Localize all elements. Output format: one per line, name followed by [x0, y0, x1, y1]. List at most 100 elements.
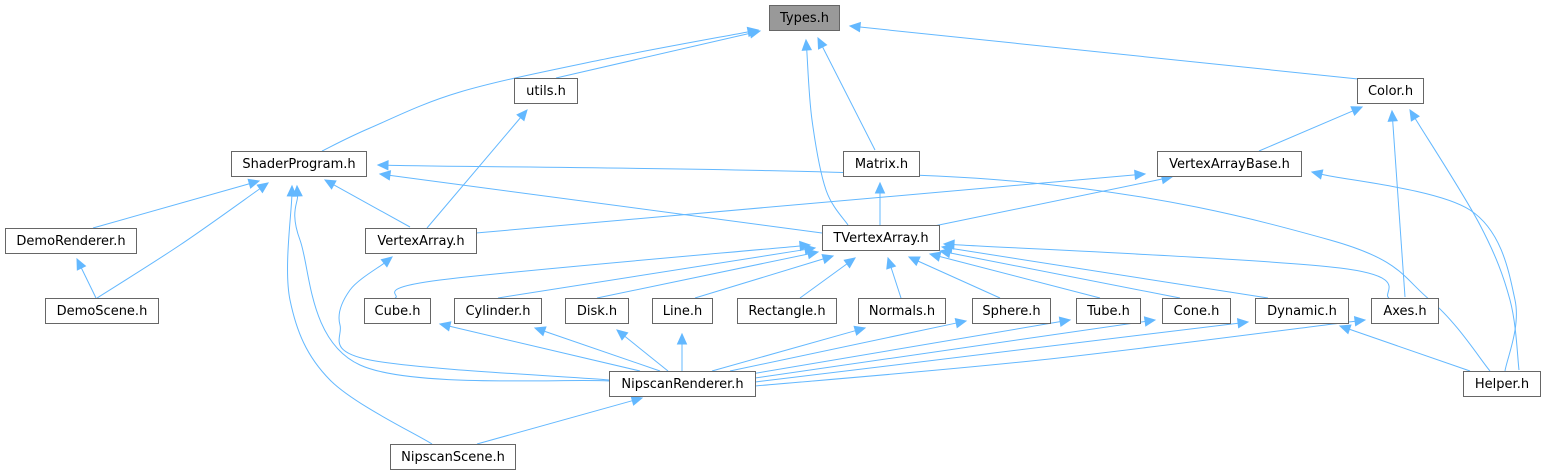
- node-matrix[interactable]: Matrix.h: [843, 151, 920, 177]
- edge-line: [949, 252, 1181, 299]
- arrowhead-icon: [801, 38, 813, 51]
- node-label: VertexArrayBase.h: [1169, 157, 1290, 172]
- edge-line: [1414, 118, 1520, 371]
- edge-line: [475, 174, 1136, 234]
- arrowhead-icon: [821, 254, 835, 265]
- node-box: [1371, 298, 1439, 324]
- node-box: [5, 228, 137, 254]
- edge-nipscanrenderer-to-cube: [438, 321, 641, 372]
- node-label: utils.h: [526, 84, 566, 99]
- node-box: [364, 298, 431, 324]
- node-vertexarray[interactable]: VertexArray.h: [365, 228, 477, 254]
- node-rectangle[interactable]: Rectangle.h: [737, 298, 837, 324]
- edge-nipscanrenderer-to-sphere: [729, 318, 968, 372]
- edge-tube-to-tvertexarray: [928, 251, 1101, 299]
- edge-line: [799, 263, 848, 299]
- node-label: NipscanRenderer.h: [621, 377, 743, 392]
- edge-line: [287, 195, 433, 445]
- node-line[interactable]: Line.h: [652, 298, 713, 324]
- node-tvertexarray[interactable]: TVertexArray.h: [822, 225, 940, 251]
- arrowhead-icon: [533, 326, 547, 337]
- edge-line: [321, 31, 749, 152]
- node-box: [769, 5, 840, 31]
- node-label: Rectangle.h: [748, 304, 825, 319]
- edge-normals-to-tvertexarray: [886, 256, 902, 299]
- node-axes[interactable]: Axes.h: [1371, 298, 1439, 324]
- node-cube[interactable]: Cube.h: [364, 298, 431, 324]
- node-vabase[interactable]: VertexArrayBase.h: [1157, 151, 1302, 177]
- edge-cone-to-tvertexarray: [938, 247, 1181, 299]
- edge-line: [1392, 120, 1406, 298]
- node-label: Cylinder.h: [465, 304, 530, 319]
- node-dynamic[interactable]: Dynamic.h: [1255, 298, 1349, 324]
- edge-matrix-to-types: [817, 36, 876, 151]
- edge-line: [389, 174, 823, 234]
- arrowhead-icon: [247, 178, 261, 189]
- node-cylinder[interactable]: Cylinder.h: [454, 298, 542, 324]
- arrowhead-icon: [378, 170, 392, 181]
- node-color[interactable]: Color.h: [1357, 78, 1424, 104]
- edge-demorenderer-to-shader: [92, 178, 261, 229]
- edge-line: [96, 188, 261, 299]
- node-label: Dynamic.h: [1267, 304, 1337, 319]
- edge-cylinder-to-tvertexarray: [497, 244, 817, 299]
- node-label: Tube.h: [1086, 304, 1130, 319]
- arrowhead-icon: [438, 321, 452, 332]
- node-sphere[interactable]: Sphere.h: [972, 298, 1051, 324]
- edge-line: [449, 325, 641, 372]
- arrowhead-icon: [853, 325, 867, 336]
- edge-nipscanscene-to-nipscanrenderer: [476, 395, 644, 445]
- edge-line: [917, 260, 1001, 299]
- node-nipscanscene[interactable]: NipscanScene.h: [390, 444, 516, 470]
- edge-nipscanrenderer-to-cylinder: [533, 326, 661, 372]
- arrowhead-icon: [256, 182, 269, 194]
- node-normals[interactable]: Normals.h: [858, 298, 946, 324]
- node-box: [1076, 298, 1141, 324]
- edge-vabase-to-color: [1258, 106, 1364, 152]
- node-box: [822, 225, 940, 251]
- node-box: [390, 444, 516, 470]
- edge-axes-to-tvertexarray: [942, 239, 1390, 299]
- edge-line: [1258, 110, 1353, 152]
- edge-line: [729, 322, 957, 372]
- edge-line: [806, 49, 849, 226]
- arrowhead-icon: [1236, 318, 1250, 329]
- node-utils[interactable]: utils.h: [514, 78, 578, 104]
- node-label: Cube.h: [375, 304, 421, 319]
- arrowhead-icon: [843, 257, 856, 269]
- node-box: [565, 298, 629, 324]
- node-box: [609, 371, 756, 397]
- node-types[interactable]: Types.h: [769, 5, 840, 31]
- arrowhead-icon: [907, 256, 921, 267]
- edge-line: [426, 117, 521, 229]
- node-cone[interactable]: Cone.h: [1162, 298, 1231, 324]
- edge-line: [1349, 328, 1471, 372]
- edge-line: [294, 195, 610, 382]
- arrowhead-icon: [1353, 316, 1367, 327]
- node-box: [1357, 78, 1424, 104]
- edge-tvertexarray-to-matrix: [874, 181, 886, 225]
- node-nipscanrenderer[interactable]: NipscanRenderer.h: [609, 371, 756, 397]
- edge-helper-to-dynamic: [1338, 324, 1471, 372]
- node-shader[interactable]: ShaderProgram.h: [231, 151, 367, 177]
- edge-line: [822, 46, 876, 151]
- edge-line: [596, 253, 809, 299]
- node-label: NipscanScene.h: [401, 450, 505, 465]
- node-disk[interactable]: Disk.h: [565, 298, 629, 324]
- arrowhead-icon: [746, 26, 760, 38]
- arrowhead-icon: [676, 332, 688, 345]
- edge-line: [859, 26, 1359, 80]
- arrowhead-icon: [1350, 106, 1364, 116]
- edge-line: [333, 184, 411, 228]
- node-demorenderer[interactable]: DemoRenderer.h: [5, 228, 137, 254]
- edge-disk-to-tvertexarray: [596, 248, 820, 299]
- edge-color-to-types: [848, 21, 1359, 80]
- node-tube[interactable]: Tube.h: [1076, 298, 1141, 324]
- arrowhead-icon: [954, 318, 968, 329]
- edge-line: [338, 262, 610, 381]
- node-helper[interactable]: Helper.h: [1463, 371, 1541, 397]
- arrowhead-icon: [817, 36, 828, 50]
- node-demoscene[interactable]: DemoScene.h: [45, 298, 159, 324]
- edge-nipscanrenderer-to-cone: [754, 316, 1157, 379]
